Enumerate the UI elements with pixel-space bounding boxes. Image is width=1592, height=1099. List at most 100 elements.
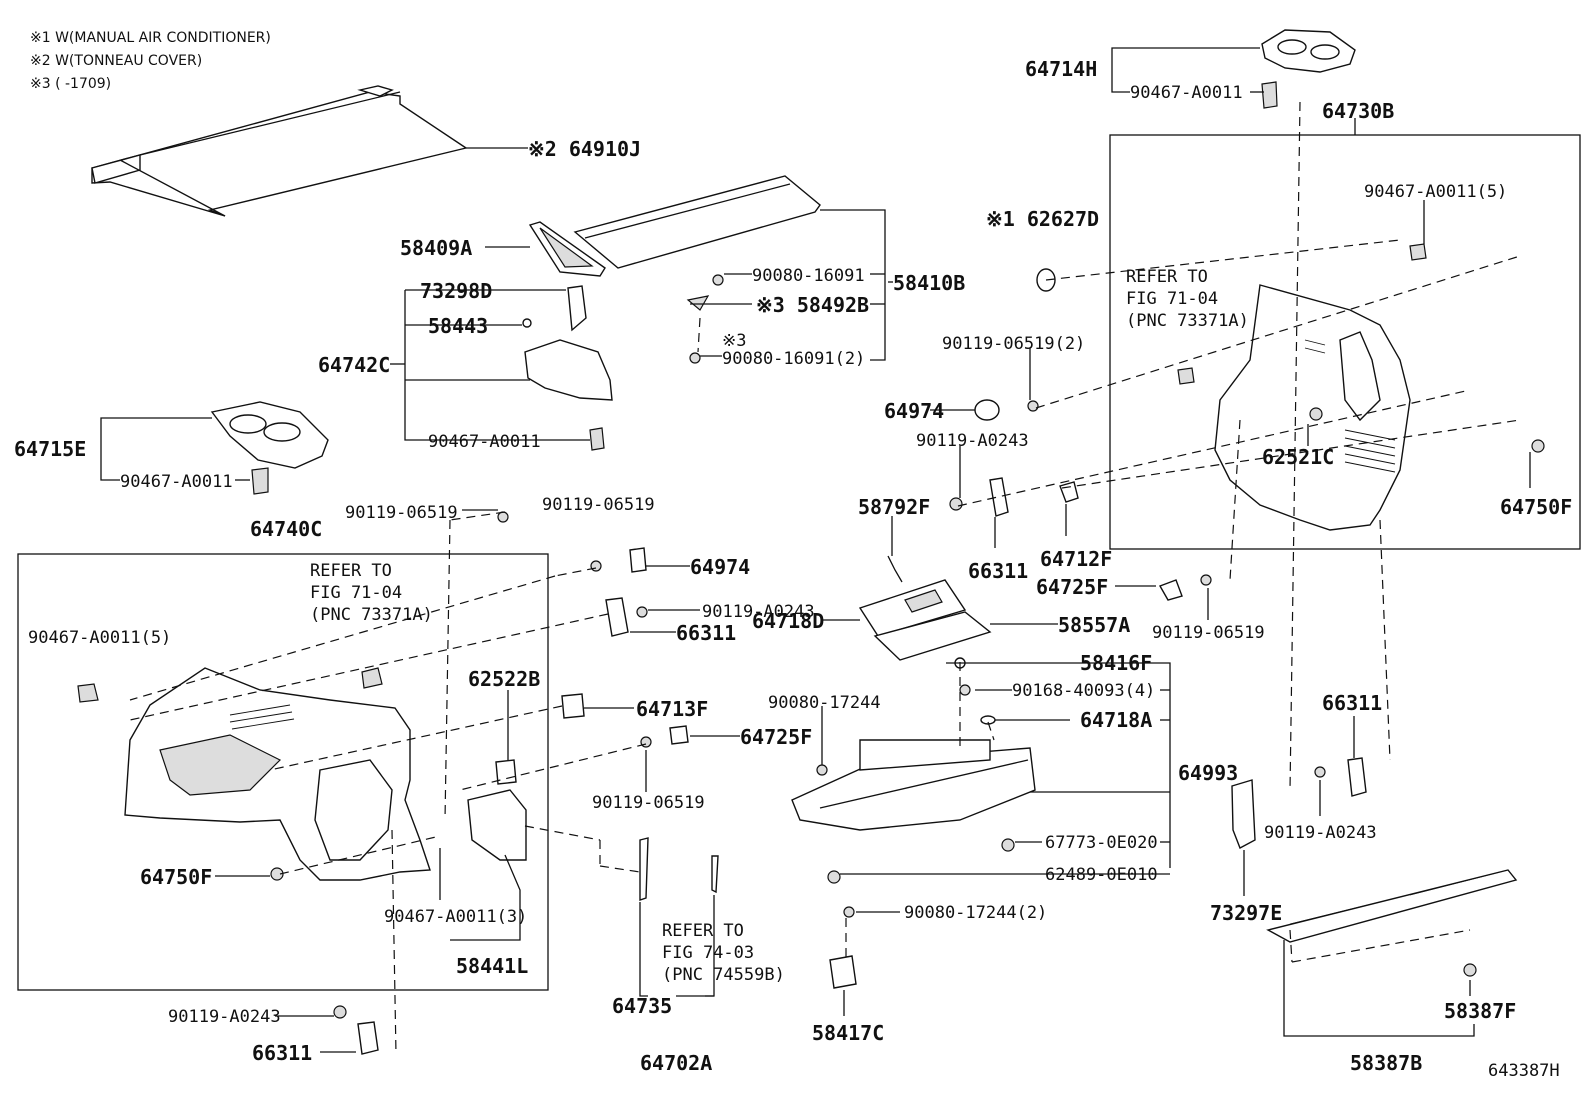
label-64725f-a: 64725F [740, 725, 812, 749]
label-58441l: 58441L [456, 954, 528, 978]
label-58557a: 58557A [1058, 613, 1130, 637]
label-90119-06519-b: 90119-06519 [542, 495, 655, 515]
bracket-64742c-part [522, 285, 613, 451]
label-90119-a0243-b: 90119-A0243 [168, 1007, 281, 1027]
label-90119-a0243-c: 90119-A0243 [916, 431, 1029, 451]
label-66311-d: 66311 [1322, 691, 1382, 715]
box-64740c [17, 553, 549, 991]
cup-holder-right-part [1261, 29, 1356, 109]
clip-66311-right-part [1347, 757, 1367, 797]
panel-58441l-part [467, 789, 527, 861]
panel-73297e-part [1231, 779, 1256, 849]
label-90119-06519-a: 90119-06519 [345, 503, 458, 523]
label-62522b: 62522B [468, 667, 540, 691]
label-64718a: 64718A [1080, 708, 1152, 732]
label-90168: 90168-40093(4) [1012, 681, 1155, 701]
label-58416f: 58416F [1080, 651, 1152, 675]
deck-mat-part [858, 555, 992, 661]
ref-3-line-2: FIG 74-03 [662, 943, 754, 963]
label-90080-16091: 90080-16091 [752, 266, 865, 286]
label-58387f: 58387F [1444, 999, 1516, 1023]
label-90080-17244: 90080-17244 [768, 693, 881, 713]
label-figure-id: 643387H [1488, 1061, 1560, 1081]
label-64702a: 64702A [640, 1051, 712, 1075]
ref-block-2: REFER TO FIG 71-04 (PNC 73371A) [1126, 267, 1249, 331]
clip-64713f-part [561, 693, 585, 719]
ref-block-3: REFER TO FIG 74-03 (PNC 74559B) [662, 921, 785, 985]
label-64730b: 64730B [1322, 99, 1394, 123]
label-64715e: 64715E [14, 437, 86, 461]
note-2: ※2 W(TONNEAU COVER) [30, 53, 202, 69]
label-73297e: 73297E [1210, 901, 1282, 925]
ref-2-line-2: FIG 71-04 [1126, 289, 1218, 309]
clip-64712f-part [1059, 481, 1079, 503]
ref-1-line-1: REFER TO [310, 561, 392, 581]
label-90119-06519-2: 90119-06519(2) [942, 334, 1085, 354]
ref-3-line-1: REFER TO [662, 921, 744, 941]
ref-2-line-1: REFER TO [1126, 267, 1208, 287]
label-62627d: ※1 62627D [986, 207, 1099, 231]
label-64712f: 64712F [1040, 547, 1112, 571]
label-58409a: 58409A [400, 236, 472, 260]
label-64974-a: 64974 [690, 555, 750, 579]
ref-1-line-2: FIG 71-04 [310, 583, 402, 603]
leader-lines [100, 47, 1531, 1053]
ref-block-1: REFER TO FIG 71-04 (PNC 73371A) [310, 561, 433, 625]
right-quarter-trim-part [1177, 243, 1427, 531]
label-90467-a: 90467-A0011 [428, 432, 541, 452]
label-62521c: 62521C [1262, 445, 1334, 469]
label-90119-06519-d: 90119-06519 [1152, 623, 1265, 643]
part-labels: ※2 64910J 58409A 73298D 58443 64742C 904… [14, 57, 1572, 1081]
label-90119-06519-c: 90119-06519 [592, 793, 705, 813]
ref-2-line-3: (PNC 73371A) [1126, 311, 1249, 331]
cap-64974-left-part [629, 547, 647, 573]
label-58792f: 58792F [858, 495, 930, 519]
label-73298d: 73298D [420, 279, 492, 303]
label-64974-b: 64974 [884, 399, 944, 423]
label-90467-3: 90467-A0011(3) [384, 907, 527, 927]
cup-holder-left-part [210, 401, 329, 495]
box-64730b [1109, 134, 1581, 550]
label-64910j: ※2 64910J [528, 137, 641, 161]
fasteners [270, 274, 1545, 1019]
deck-board-part [528, 175, 821, 277]
label-note3: ※3 [722, 331, 746, 351]
label-64714h: 64714H [1025, 57, 1097, 81]
label-58387b: 58387B [1350, 1051, 1422, 1075]
label-90467-c: 90467-A0011 [1130, 83, 1243, 103]
label-64750f-a: 64750F [140, 865, 212, 889]
clip-64725f-right-part [1158, 579, 1183, 601]
left-quarter-trim-part [77, 667, 431, 881]
label-66311-c: 66311 [968, 559, 1028, 583]
clip-66311-mid-part [989, 477, 1009, 517]
notes-block: ※1 W(MANUAL AIR CONDITIONER) ※2 W(TONNEA… [30, 30, 271, 92]
deck-tray-64993-part [791, 739, 1036, 831]
cap-64974-right-part [974, 399, 1000, 421]
label-90080-16091-2: 90080-16091(2) [722, 349, 865, 369]
label-64725f-b: 64725F [1036, 575, 1108, 599]
note-3: ※3 ( -1709) [30, 76, 111, 92]
scuff-plate-part [1266, 869, 1518, 943]
label-58410b: 58410B [893, 271, 965, 295]
label-64742c: 64742C [318, 353, 390, 377]
label-58443: 58443 [428, 314, 488, 338]
label-90467-5a: 90467-A0011(5) [28, 628, 171, 648]
label-90080-17244-2: 90080-17244(2) [904, 903, 1047, 923]
label-64713f: 64713F [636, 697, 708, 721]
clip-66311-bottom-part [357, 1021, 379, 1055]
label-58417c: 58417C [812, 1021, 884, 1045]
label-64750f-b: 64750F [1500, 495, 1572, 519]
label-64718d: 64718D [752, 609, 824, 633]
label-62489: 62489-0E010 [1045, 865, 1158, 885]
label-58492b: ※3 58492B [756, 293, 869, 317]
strap-64702a-part [711, 855, 719, 894]
clip-64725f-left-part [669, 725, 689, 745]
label-64735: 64735 [612, 994, 672, 1018]
bracket-58417c-part [829, 955, 857, 989]
label-66311-b: 66311 [252, 1041, 312, 1065]
label-64740c: 64740C [250, 517, 322, 541]
label-67773: 67773-0E020 [1045, 833, 1158, 853]
label-90119-a0243-a: 90119-A0243 [702, 602, 815, 622]
label-64993: 64993 [1178, 761, 1238, 785]
